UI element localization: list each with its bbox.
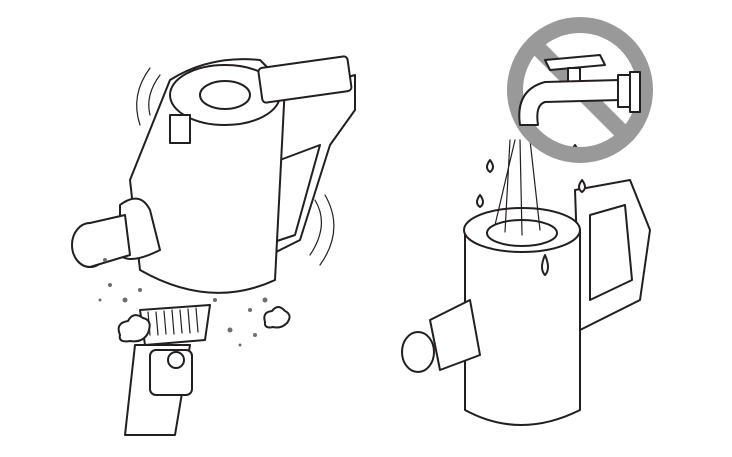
faucet-icon bbox=[518, 54, 641, 126]
lid-latch bbox=[169, 114, 191, 144]
dust-cloud-right bbox=[263, 306, 291, 329]
motion-lines-left bbox=[136, 67, 161, 126]
nozzle-neck bbox=[119, 197, 161, 260]
motion-lines-right bbox=[309, 194, 335, 266]
handle-grip-hole bbox=[589, 204, 633, 301]
left-illustration-vacuum-shaking bbox=[71, 55, 356, 436]
nozzle-tube bbox=[89, 214, 131, 268]
nozzle-neck bbox=[429, 299, 481, 371]
motor-top bbox=[257, 55, 353, 104]
dust-container-body bbox=[464, 229, 581, 426]
dust-cloud-left bbox=[117, 314, 151, 343]
right-illustration-no-water bbox=[401, 17, 653, 426]
prohibition-icon bbox=[507, 17, 653, 163]
dust-particles bbox=[98, 258, 268, 347]
nozzle-inlet bbox=[401, 331, 435, 373]
water-stream bbox=[494, 139, 541, 236]
release-button bbox=[167, 351, 185, 369]
lid-center bbox=[199, 80, 251, 110]
